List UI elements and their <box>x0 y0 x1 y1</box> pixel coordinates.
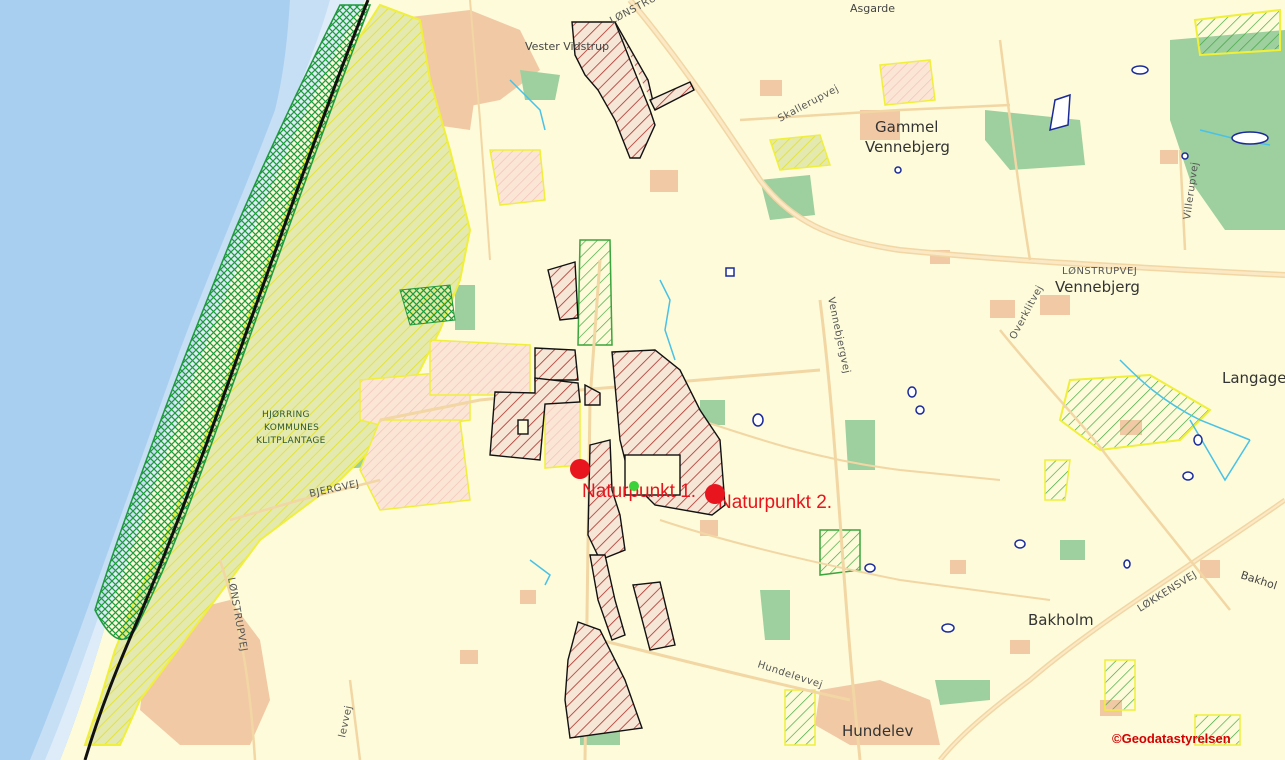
marker-naturpunkt-2[interactable]: Naturpunkt 2. <box>705 484 832 513</box>
label-bakholm: Bakholm <box>1028 611 1094 629</box>
label-gammel-vennebjerg: Vennebjerg <box>865 138 950 156</box>
marker-dot-2[interactable] <box>705 484 725 504</box>
label-plantage-1: HJØRRING <box>262 409 310 420</box>
label-gammel: Gammel <box>875 118 938 136</box>
marker-naturpunkt-1[interactable]: Naturpunkt 1. <box>570 459 696 502</box>
label-vennebjerg: Vennebjerg <box>1055 278 1140 296</box>
protected-dune-green <box>94 4 456 641</box>
label-hundelev: Hundelev <box>842 722 913 740</box>
coastline <box>83 0 370 760</box>
green-point <box>629 481 639 491</box>
project-areas <box>489 21 726 739</box>
label-plantage-2: KOMMUNES <box>264 423 319 433</box>
marker-label-2: Naturpunkt 2. <box>718 492 832 513</box>
protected-nature-yellow <box>83 3 1281 746</box>
label-langage: Langage <box>1222 369 1285 387</box>
lakes <box>725 65 1269 633</box>
label-asgarde: Asgarde <box>850 2 895 15</box>
label-vester-vidstrup: Vester Vidstrup <box>525 40 609 53</box>
label-lonstrupvej-right: LØNSTRUPVEJ <box>1062 265 1137 277</box>
credit-geodatastyrelsen: ©Geodatastyrelsen <box>1112 731 1231 746</box>
label-plantage-3: KLITPLANTAGE <box>256 436 326 446</box>
marker-label-1: Naturpunkt 1. <box>582 481 696 502</box>
marker-dot-1[interactable] <box>570 459 590 479</box>
